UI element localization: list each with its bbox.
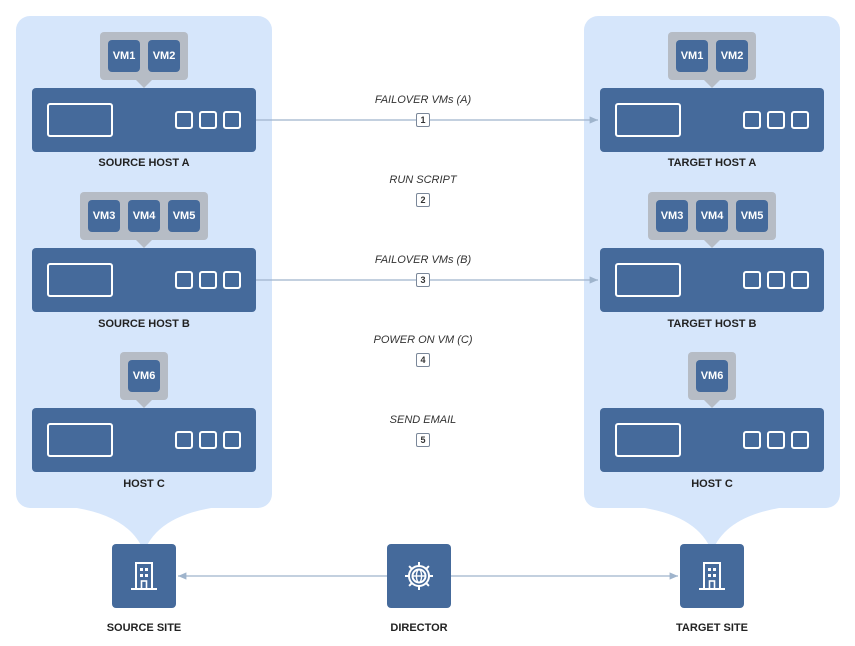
step-label: POWER ON VM (C) xyxy=(373,334,473,346)
host-label: SOURCE HOST A xyxy=(98,157,190,169)
vm-badge: VM3 xyxy=(656,200,688,232)
source-host-a-vm-group: VM1 VM2 xyxy=(100,32,188,88)
vm-badge: VM3 xyxy=(88,200,120,232)
step-label: FAILOVER VMs (A) xyxy=(374,94,472,106)
port-indicator xyxy=(767,271,785,289)
vm-badge: VM5 xyxy=(736,200,768,232)
port-indicator xyxy=(791,271,809,289)
step-label: SEND EMAIL xyxy=(389,414,457,426)
source-host-a xyxy=(32,88,256,152)
port-indicator xyxy=(199,271,217,289)
port-indicator xyxy=(175,431,193,449)
vm-badge: VM6 xyxy=(696,360,728,392)
target-site-label: TARGET SITE xyxy=(676,622,748,634)
port-indicator xyxy=(199,431,217,449)
vm-badge: VM4 xyxy=(128,200,160,232)
port-indicator xyxy=(767,431,785,449)
target-host-a-vm-group: VM1 VM2 xyxy=(668,32,756,88)
target-host-a xyxy=(600,88,824,152)
port-indicator xyxy=(223,271,241,289)
host-label: SOURCE HOST B xyxy=(98,318,190,330)
building-icon xyxy=(131,562,157,590)
director-label: DIRECTOR xyxy=(390,622,448,634)
source-host-c xyxy=(32,408,256,472)
target-host-c-vm-group: VM6 xyxy=(688,352,736,408)
host-label: HOST C xyxy=(123,478,165,490)
step-label: FAILOVER VMs (B) xyxy=(374,254,472,266)
target-host-b-vm-group: VM3 VM4 VM5 xyxy=(648,192,776,248)
port-indicator xyxy=(791,431,809,449)
vm-badge: VM5 xyxy=(168,200,200,232)
drive-bay xyxy=(615,263,681,297)
target-host-b xyxy=(600,248,824,312)
host-label: TARGET HOST A xyxy=(667,157,757,169)
drive-bay xyxy=(615,103,681,137)
drive-bay xyxy=(615,423,681,457)
building-icon xyxy=(699,562,725,590)
vm-badge: VM1 xyxy=(108,40,140,72)
port-indicator xyxy=(223,111,241,129)
vm-badge: VM2 xyxy=(148,40,180,72)
port-indicator xyxy=(743,111,761,129)
port-indicator xyxy=(223,431,241,449)
step-number-badge: 4 xyxy=(416,353,430,367)
port-indicator xyxy=(767,111,785,129)
port-indicator xyxy=(175,271,193,289)
source-host-c-vm-group: VM6 xyxy=(120,352,168,408)
drive-bay xyxy=(47,263,113,297)
target-site-node xyxy=(680,544,744,608)
director-node xyxy=(387,544,451,608)
source-site-label: SOURCE SITE xyxy=(106,622,182,634)
step-number-badge: 5 xyxy=(416,433,430,447)
port-indicator xyxy=(199,111,217,129)
host-label: HOST C xyxy=(691,478,733,490)
port-indicator xyxy=(175,111,193,129)
step-number-badge: 2 xyxy=(416,193,430,207)
source-host-b xyxy=(32,248,256,312)
host-label: TARGET HOST B xyxy=(667,318,757,330)
source-host-b-vm-group: VM3 VM4 VM5 xyxy=(80,192,208,248)
drive-bay xyxy=(47,103,113,137)
drive-bay xyxy=(47,423,113,457)
port-indicator xyxy=(791,111,809,129)
target-host-c xyxy=(600,408,824,472)
target-panel-tail xyxy=(638,507,786,552)
vm-badge: VM2 xyxy=(716,40,748,72)
step-label: RUN SCRIPT xyxy=(389,174,457,186)
port-indicator xyxy=(743,271,761,289)
vm-badge: VM6 xyxy=(128,360,160,392)
globe-gear-icon xyxy=(405,562,433,590)
vm-badge: VM4 xyxy=(696,200,728,232)
source-site-node xyxy=(112,544,176,608)
source-panel-tail xyxy=(70,507,218,552)
step-number-badge: 1 xyxy=(416,113,430,127)
step-number-badge: 3 xyxy=(416,273,430,287)
port-indicator xyxy=(743,431,761,449)
vm-badge: VM1 xyxy=(676,40,708,72)
